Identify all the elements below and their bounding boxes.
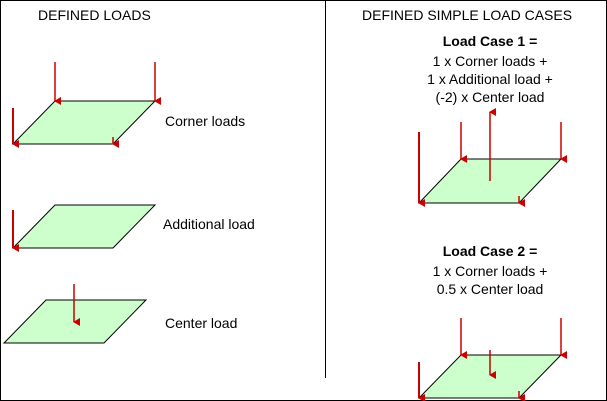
- plate: [2, 299, 148, 344]
- case1-line2: 1 x Additional load +: [427, 71, 553, 87]
- plate: [11, 204, 157, 249]
- case1-title: Load Case 1 =: [443, 33, 538, 49]
- right-heading: DEFINED SIMPLE LOAD CASES: [362, 7, 572, 23]
- case1-figure: [417, 108, 567, 207]
- case1-line3: (-2) x Center load: [436, 89, 545, 105]
- additional-load-figure: [11, 204, 157, 252]
- center-load-label: Center load: [165, 315, 237, 331]
- corner-loads-label: Corner loads: [165, 113, 245, 129]
- plate: [11, 100, 157, 145]
- case2-line1: 1 x Corner loads +: [433, 263, 548, 279]
- corner-loads-figure: [11, 62, 161, 148]
- left-heading: DEFINED LOADS: [38, 7, 151, 23]
- center-load-figure: [2, 284, 148, 344]
- case2-title: Load Case 2 =: [443, 243, 538, 259]
- additional-load-label: Additional load: [163, 216, 255, 232]
- case2-figure: [417, 318, 567, 401]
- case1-line1: 1 x Corner loads +: [433, 53, 548, 69]
- case2-line2: 0.5 x Center load: [437, 281, 544, 297]
